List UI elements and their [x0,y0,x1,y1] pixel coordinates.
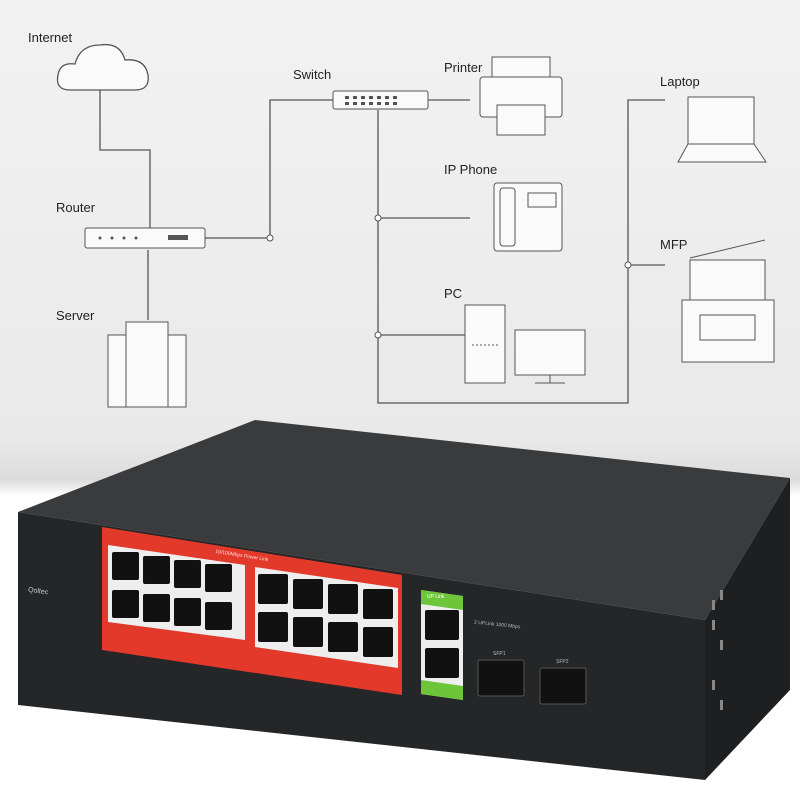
label-ip-phone: IP Phone [444,162,498,177]
sfp2-port [539,667,587,705]
wire-switch-bus [377,99,665,404]
wire-internet-router [99,90,151,230]
pc-icon [464,304,586,384]
wire-router-switch [205,99,335,239]
ip-phone-icon [493,182,563,252]
cloud-icon [56,43,149,91]
mfp-icon [681,239,775,363]
sfp1-port [477,659,525,697]
printer-icon [479,56,563,136]
label-laptop: Laptop [660,74,700,89]
label-internet: Internet [28,30,73,45]
router-icon [84,227,206,249]
label-switch: Switch [293,67,332,82]
label-server: Server [56,308,95,323]
laptop-icon [677,96,767,163]
uplink-label: UP Link [427,594,445,600]
label-pc: PC [444,286,463,301]
switch-icon [332,90,429,110]
label-printer: Printer [444,60,483,75]
rj45-ports [112,552,393,657]
label-mfp: MFP [660,237,688,252]
poe-switch-device [18,420,790,780]
sfp1-label: SFP1 [493,651,506,657]
sfp2-label: SFP2 [556,659,569,665]
server-icon [107,321,187,408]
label-router: Router [56,200,96,215]
